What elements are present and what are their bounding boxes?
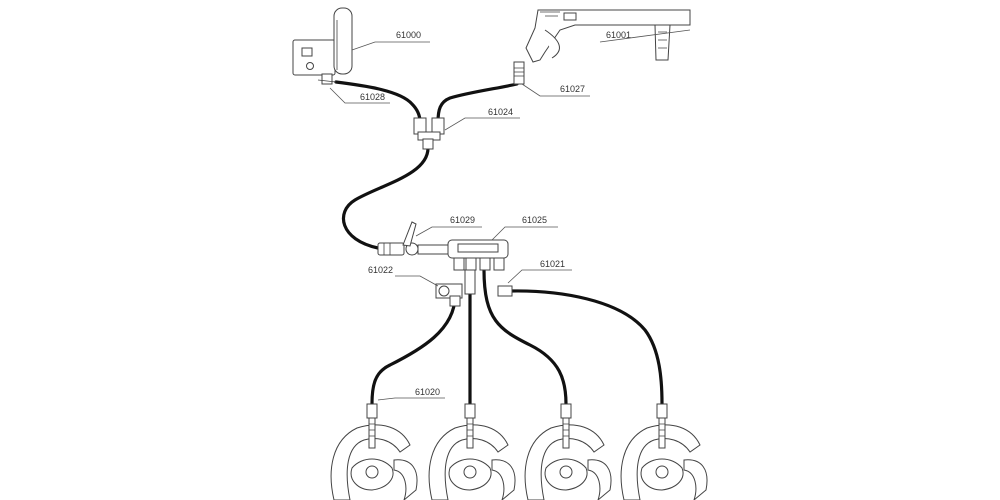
tank-knob — [306, 62, 314, 70]
gas-bottle — [333, 7, 353, 75]
antenna — [402, 221, 417, 247]
elbow-fitting — [497, 285, 513, 297]
gun-window — [563, 12, 577, 21]
hoses — [334, 80, 664, 406]
part-labels: 61000 61001 61028 61027 61024 61029 6102… — [360, 30, 631, 397]
label-61025: 61025 — [522, 215, 547, 225]
label-61029: 61029 — [450, 215, 475, 225]
label-61028: 61028 — [360, 92, 385, 102]
jet-nozzles — [330, 403, 708, 500]
jet-2 — [428, 403, 516, 500]
label-61000: 61000 — [396, 30, 421, 40]
leader-lines — [329, 29, 691, 401]
co2-gun — [513, 9, 691, 85]
gun-hose-fitting — [513, 61, 525, 85]
hose-gun-to-tee — [436, 82, 519, 124]
gun-trigger — [544, 29, 560, 59]
label-61024: 61024 — [488, 107, 513, 117]
label-61027: 61027 — [560, 84, 585, 94]
label-61001: 61001 — [606, 30, 631, 40]
jet-3 — [524, 403, 612, 500]
co2-tank-unit — [292, 7, 353, 85]
jet-1 — [330, 403, 418, 500]
hose-tank-to-tee — [334, 80, 422, 124]
hose-manifold-to-jet-3 — [482, 268, 568, 406]
gun-handle-front — [654, 24, 671, 61]
jet-4 — [620, 403, 708, 500]
label-61021: 61021 — [540, 259, 565, 269]
label-61020: 61020 — [415, 387, 440, 397]
gun-body — [525, 9, 691, 63]
tank-control-box — [292, 39, 336, 76]
label-61022: 61022 — [368, 265, 393, 275]
inlet-fitting — [377, 242, 405, 256]
tank-outlet-fitting — [321, 73, 333, 85]
manifold-display — [457, 243, 499, 253]
hose-manifold-to-jet-4 — [508, 289, 664, 406]
controller-assembly — [377, 221, 513, 307]
tee-connector — [413, 117, 445, 150]
tank-display — [301, 47, 313, 57]
hose-manifold-to-jet-1 — [370, 294, 457, 406]
hose-tee-to-controller — [341, 146, 430, 250]
